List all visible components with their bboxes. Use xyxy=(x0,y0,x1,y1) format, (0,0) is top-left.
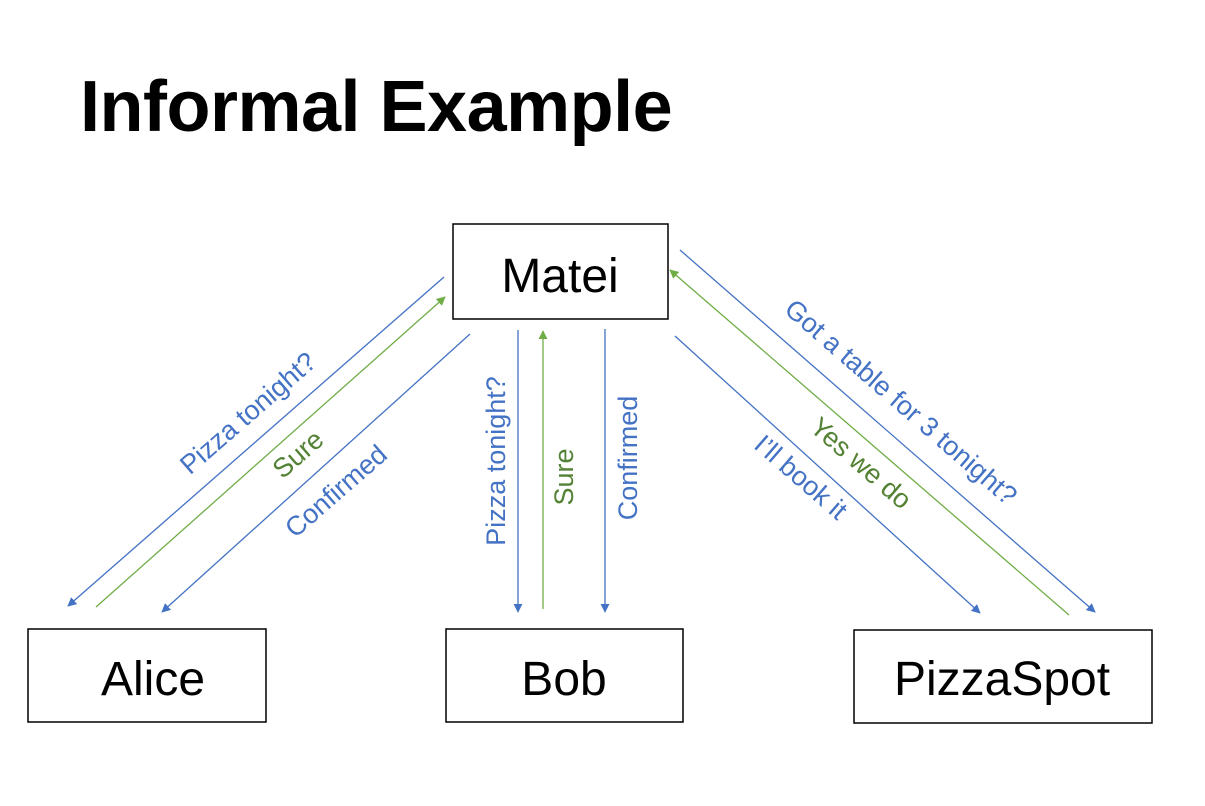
slide-title: Informal Example xyxy=(80,67,673,147)
node-matei-label: Matei xyxy=(501,250,618,303)
label-alice-matei-reply: Sure xyxy=(267,424,330,484)
arrow-matei-to-pizzaspot-request xyxy=(679,249,1096,613)
label-matei-bob-confirm: Confirmed xyxy=(613,396,643,521)
arrow-matei-to-alice-confirm xyxy=(161,333,471,613)
node-alice: Alice xyxy=(27,628,267,723)
node-matei: Matei xyxy=(452,223,669,320)
node-alice-label: Alice xyxy=(101,653,205,706)
label-bob-matei-reply: Sure xyxy=(549,448,579,505)
node-pizzaspot-label: PizzaSpot xyxy=(894,653,1110,706)
node-bob: Bob xyxy=(445,628,684,723)
node-bob-label: Bob xyxy=(521,653,606,706)
arrow-alice-to-matei-reply xyxy=(95,296,446,608)
label-matei-bob-invite: Pizza tonight? xyxy=(481,376,511,546)
arrow-matei-to-pizzaspot-book xyxy=(674,335,981,614)
arrow-pizzaspot-to-matei-reply xyxy=(669,269,1070,616)
node-pizzaspot: PizzaSpot xyxy=(853,629,1153,724)
arrow-matei-to-alice-invite xyxy=(67,276,445,607)
